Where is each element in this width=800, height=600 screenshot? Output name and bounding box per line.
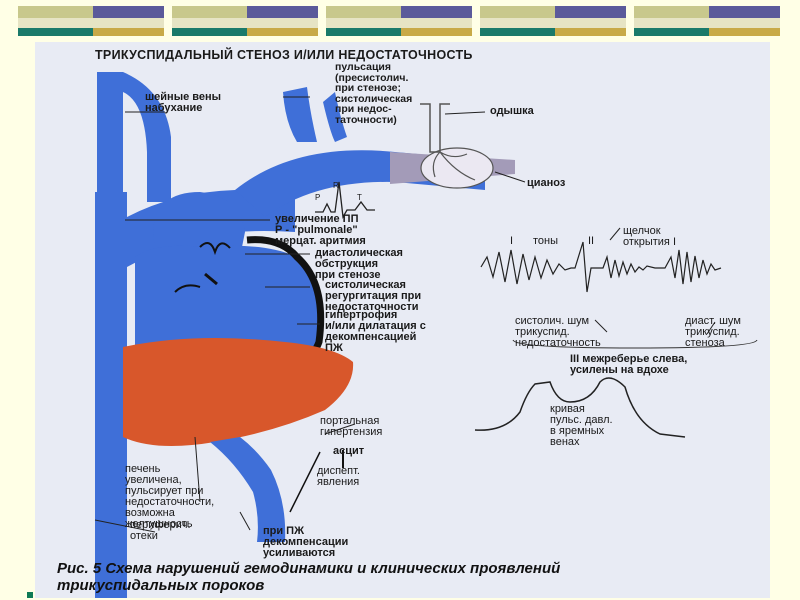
label-dyspepsia: диспепт. явления [317,465,360,488]
blood-flow-arrow [174,284,201,293]
vena-cava [95,192,127,598]
ecg-label-t: T [357,193,362,202]
jugular-vein-branch [123,72,171,202]
neck-vessel-right [323,92,347,142]
label-systolic-regurgitation: систолическая регургитация при недостато… [325,279,422,313]
label-neck-veins: шейные вены набухание [145,91,222,114]
edema-arrow [289,451,321,513]
label-peripheral-edema: периферич. отеки [130,519,191,542]
bronchi [432,151,476,181]
lung-lobe [420,147,494,189]
label-ascites: асцит [333,445,365,457]
phonocardiogram [480,241,722,293]
label-third-intercostal: III межреберье слева, усилены на вдохе [570,353,688,376]
anatomy-drawing [94,72,758,598]
label-liver-enlarged: печень увеличена, пульсирует при недоста… [125,463,215,530]
label-ra-enlargement: увеличение ПП Р - "pulmonale" мерцат. ар… [275,213,366,247]
decorative-header-bar-4 [480,6,626,36]
label-opening-snap: щелчок открытия I [623,225,677,248]
phono-label-tone-2: II [588,235,595,247]
phono-label-tones: тоны [533,235,559,247]
hemodynamics-figure: ТРИКУСПИДАЛЬНЫЙ СТЕНОЗ И/ИЛИ НЕДОСТАТОЧН… [35,42,770,598]
label-pulse-curve: кривая пульс. давл. в яремных венах [550,403,613,448]
trachea [420,103,450,153]
label-dyspnea: одышка [490,105,534,117]
label-rv-hypertrophy: гипертрофия и/или дилатация с декомпенса… [325,309,426,354]
decorative-header-bar-5 [634,6,780,36]
slide-bullet [27,592,33,598]
neck-vessel [283,87,317,142]
phono-label-tone-1: I [510,235,514,247]
label-systolic-murmur: систолич. шум трикуспид. недостаточность [515,315,601,349]
ecg-trace [315,181,375,220]
label-diastolic-murmur: диаст. шум трикуспид. стеноза [685,315,741,349]
blood-flow-arrow-2 [204,272,218,286]
label-diastolic-obstruction: диастолическая обструкция при стенозе [315,247,403,281]
right-atrium [153,192,245,262]
murmur-bracket [512,339,758,349]
jugular-pulse-curve [474,377,686,438]
label-cyanosis: цианоз [527,177,566,189]
decorative-header-bar-2 [172,6,318,36]
label-portal-hypertension: портальная гипертензия [320,415,383,438]
tricuspid-valve [199,242,231,256]
label-pulsation: пульсация (пресистолич. при стенозе; сис… [335,61,413,126]
liver-shape [123,338,354,446]
decorative-header-bar-1 [18,6,164,36]
ecg-label-r: R [333,181,339,190]
figure-caption: Рис. 5 Схема нарушений гемодинамики и кл… [57,560,561,594]
label-rv-decompensation: при ПЖ декомпенсации усиливаются [263,525,349,559]
figure-title: ТРИКУСПИДАЛЬНЫЙ СТЕНОЗ И/ИЛИ НЕДОСТАТОЧН… [95,48,473,62]
decorative-header-bar-3 [326,6,472,36]
ecg-label-p: P [315,193,321,202]
portal-vein [210,437,286,542]
jugular-vein-left [97,72,123,202]
